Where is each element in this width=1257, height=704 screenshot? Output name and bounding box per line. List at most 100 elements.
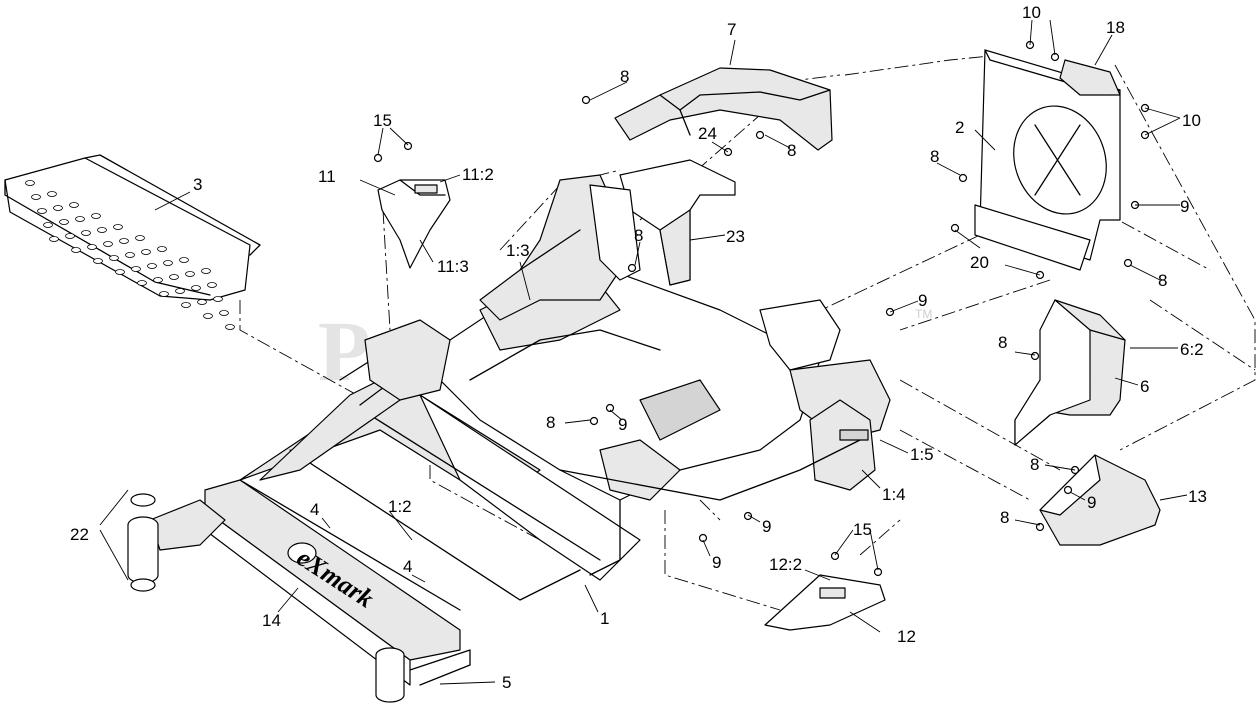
callout-8-a: 8 [620, 67, 629, 86]
plate-hole [225, 324, 235, 330]
callout-5: 5 [502, 673, 511, 692]
part-11-bracket [377, 179, 451, 269]
plate-hole [197, 299, 207, 305]
plate-hole [191, 285, 201, 291]
plate-hole [115, 269, 125, 275]
fastener [403, 141, 413, 151]
callout-8-g: 8 [546, 413, 555, 432]
assembly-lines [239, 54, 1256, 611]
fastener [1063, 485, 1073, 495]
plate-hole [87, 244, 97, 250]
plate-hole [157, 246, 167, 252]
plate-hole [109, 255, 119, 261]
fastener [1030, 351, 1040, 361]
plate-hole [163, 260, 173, 266]
plate-hole [91, 213, 101, 219]
part-1-main-frame [127, 174, 891, 703]
callout-24: 24 [698, 124, 717, 143]
plate-hole [219, 310, 229, 316]
plate-hole [49, 236, 59, 242]
plate-hole [119, 238, 129, 244]
callout-12: 12 [897, 627, 916, 646]
fastener [605, 403, 615, 413]
callout-20: 20 [970, 253, 989, 272]
callout-9-c: 9 [762, 517, 771, 536]
callout-10-b: 10 [1182, 111, 1201, 130]
part-18-piece [1059, 59, 1121, 96]
fastener [589, 416, 599, 426]
callout-labels: 1 1:2 1:3 1:4 1:5 2 3 4 4 5 6 6:2 7 8 8 … [70, 3, 1207, 692]
callout-8-f: 8 [998, 333, 1007, 352]
callout-11-3: 11:3 [437, 257, 469, 276]
part-2-shield [974, 49, 1121, 271]
callout-4-a: 4 [310, 500, 319, 519]
fastener [743, 511, 753, 521]
callout-9-b: 9 [618, 415, 627, 434]
plate-decal [819, 587, 846, 599]
callout-9-a: 9 [918, 291, 927, 310]
callout-13: 13 [1188, 487, 1207, 506]
plate-hole [81, 230, 91, 236]
callout-8-b: 8 [787, 141, 796, 160]
callout-8-c: 8 [930, 147, 939, 166]
callout-6: 6 [1140, 377, 1149, 396]
callout-1-2: 1:2 [388, 497, 412, 516]
fasteners [373, 40, 1150, 577]
callout-18: 18 [1106, 18, 1125, 37]
fastener [581, 95, 591, 105]
plate-hole [179, 257, 189, 263]
plate-hole [131, 266, 141, 272]
plate-hole [185, 271, 195, 277]
callout-2: 2 [955, 118, 964, 137]
fastener [1035, 522, 1045, 532]
plate-hole [75, 216, 85, 222]
callout-23: 23 [726, 227, 745, 246]
part-6-side-guard [1014, 299, 1126, 446]
fastener [830, 551, 840, 561]
bracket-decal [414, 184, 438, 194]
callout-8-i: 8 [1000, 508, 1009, 527]
plate-hole [201, 268, 211, 274]
plate-hole [147, 263, 157, 269]
plate-hole [137, 280, 147, 286]
plate-hole [153, 277, 163, 283]
callout-6-2: 6:2 [1180, 340, 1204, 359]
plate-hole [47, 191, 57, 197]
plate-hole [53, 205, 63, 211]
plate-hole [103, 241, 113, 247]
plate-hole [71, 247, 81, 253]
fastener [627, 263, 637, 273]
callout-1-3: 1:3 [506, 241, 530, 260]
plate-hole [141, 249, 151, 255]
part-7-upper-guard [614, 67, 833, 151]
frame-decal [839, 429, 869, 441]
callout-11: 11 [318, 167, 336, 186]
plate-hole [207, 282, 217, 288]
plate-hole [25, 180, 35, 186]
plate-hole [43, 222, 53, 228]
callout-8-d: 8 [634, 226, 643, 245]
callout-15-b: 15 [853, 520, 872, 539]
plate-hole [203, 313, 213, 319]
plate-hole [59, 219, 69, 225]
callout-10-a: 10 [1022, 3, 1041, 22]
part-12-plate [764, 574, 886, 631]
callout-1-4: 1:4 [882, 485, 906, 504]
plate-hole [125, 252, 135, 258]
fastener [950, 223, 960, 233]
plate-hole [93, 258, 103, 264]
callout-15-a: 15 [373, 111, 392, 130]
callout-1-5: 1:5 [910, 445, 934, 464]
callout-9-f: 9 [1180, 197, 1189, 216]
part-23-bracket [619, 159, 736, 286]
plate-hole [181, 302, 191, 308]
callout-9-d: 9 [712, 553, 721, 572]
plate-hole [69, 202, 79, 208]
watermark-tm: TM [915, 307, 932, 321]
part-3-floor-plate [4, 154, 261, 330]
callout-22: 22 [70, 525, 89, 544]
fastener [1123, 258, 1133, 268]
callout-4-b: 4 [403, 557, 412, 576]
callout-leaders [99, 19, 1188, 685]
